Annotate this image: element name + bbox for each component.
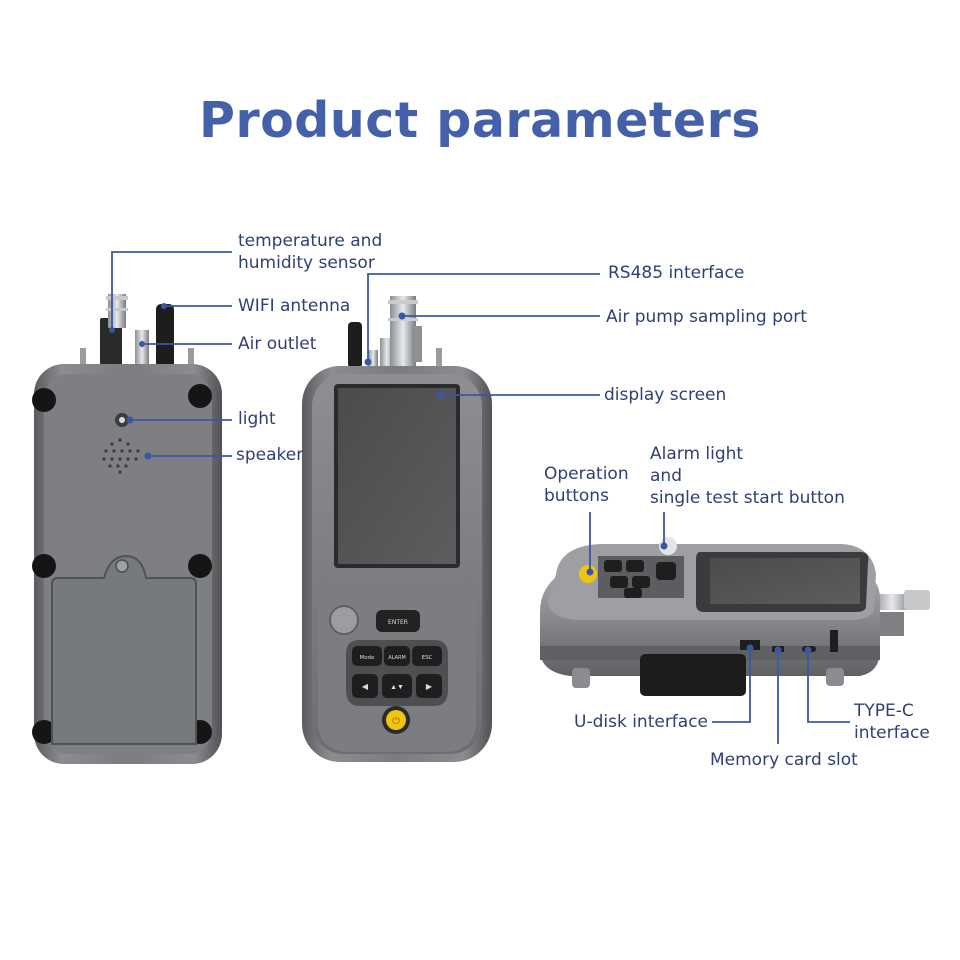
svg-text:◀: ◀ [362,682,369,691]
label-alarm-light: Alarm light and single test start button [650,444,845,508]
front-display-screen [338,388,456,564]
svg-text:ESC: ESC [422,655,433,661]
angled-display-screen [710,558,860,604]
label-wifi-antenna: WIFI antenna [238,296,351,316]
front-alarm-light [329,605,359,635]
back-speaker-grille [102,438,140,474]
back-cover-screw [115,559,129,573]
label-operation-buttons: Operation buttons [544,464,629,506]
front-air-pump-port [390,296,416,368]
label-display-screen: display screen [604,385,727,405]
label-rs485-interface: RS485 interface [608,263,745,283]
back-wifi-antenna [156,304,174,368]
svg-text:ALARM: ALARM [388,655,406,661]
back-battery-cover [51,554,197,745]
front-esc-key [412,646,442,666]
angled-u-disk [640,654,746,696]
back-temp-sensor-base [100,318,122,368]
page-title: Product parameters [199,92,761,149]
svg-text:Mode: Mode [360,655,376,661]
svg-text:▶: ▶ [426,682,433,691]
svg-text:⏻: ⏻ [392,716,400,727]
back-air-outlet [135,330,149,366]
angled-air-port [872,594,912,610]
back-top-pin-left [80,348,86,366]
svg-text:▲▼: ▲▼ [390,684,404,691]
device-angled-view [540,537,930,696]
back-top-pin-right [188,348,194,366]
front-left-key [352,674,378,698]
label-speaker: speaker [236,445,304,465]
label-u-disk-interface: U-disk interface [574,712,709,732]
front-alarm-key [384,646,410,666]
label-memory-card-slot: Memory card slot [710,750,858,770]
label-air-pump-sampling-port: Air pump sampling port [606,307,807,327]
front-antenna [348,322,362,368]
front-mode-key [352,646,382,666]
front-updown-key [382,674,412,698]
front-enter-text: ENTER [388,619,408,626]
front-enter-key [376,610,420,632]
device-front-view: ENTER Mode ALARM ESC ◀ ▲▼ ▶ ⏻ [302,296,492,762]
label-type-c-interface: TYPE-C interface [854,701,930,743]
label-air-outlet: Air outlet [238,334,317,354]
leader-lines [109,251,850,744]
label-temp-humidity-sensor: temperature and humidity sensor [238,231,383,273]
front-right-key [416,674,442,698]
device-back-view [32,294,222,764]
label-light: light [238,409,276,429]
